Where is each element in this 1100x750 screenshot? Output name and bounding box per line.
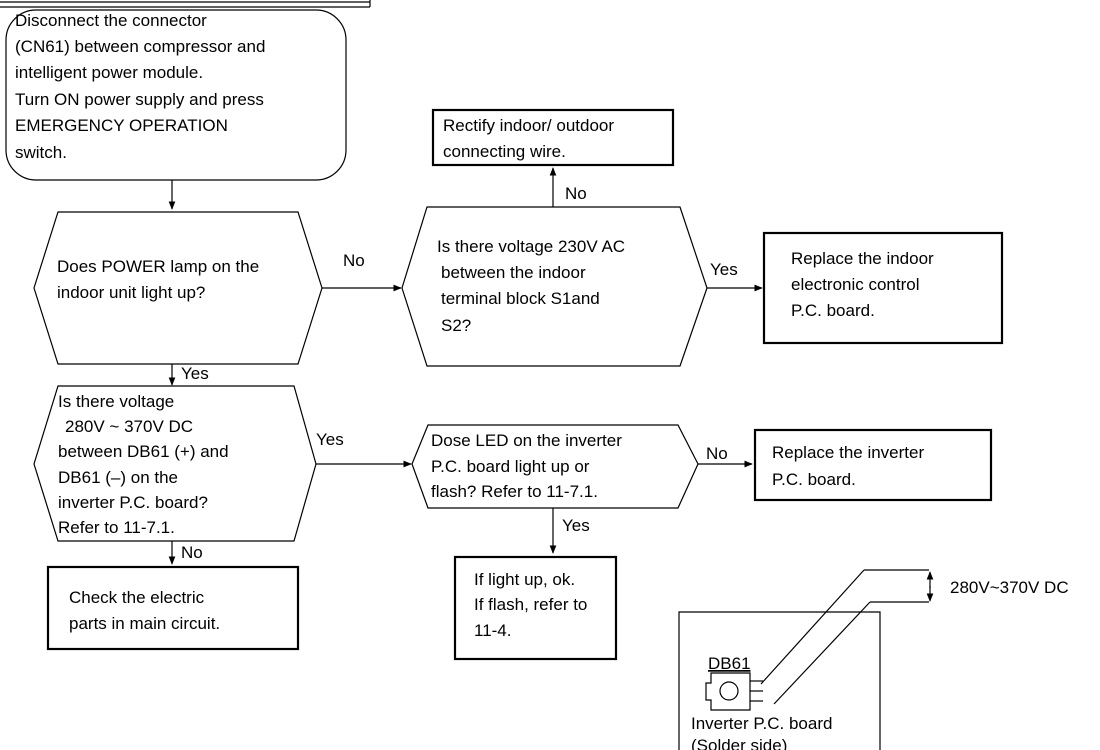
component-label: DB61 bbox=[708, 654, 751, 673]
label-yes: Yes bbox=[181, 364, 209, 383]
decision-led-line: flash? Refer to 11-7.1. bbox=[431, 482, 598, 501]
decision-power-lamp: Does POWER lamp on the indoor unit light… bbox=[33, 211, 323, 365]
box-check-parts-line: parts in main circuit. bbox=[69, 614, 220, 633]
start-box: Disconnect the connector (CN61) between … bbox=[5, 9, 347, 181]
label-no: No bbox=[181, 543, 203, 562]
decision-voltage-dc-line: inverter P.C. board? bbox=[58, 493, 208, 512]
decision-led-line: Dose LED on the inverter bbox=[431, 431, 622, 450]
decision-voltage-dc-line: Refer to 11-7.1. bbox=[58, 518, 175, 537]
box-replace-indoor-line: electronic control bbox=[791, 275, 920, 294]
label-no: No bbox=[565, 184, 587, 203]
box-rectify-wire-line: connecting wire. bbox=[443, 142, 566, 161]
box-led-result-line: If light up, ok. bbox=[474, 570, 575, 589]
box-replace-inverter-line: Replace the inverter bbox=[772, 443, 924, 462]
label-yes: Yes bbox=[562, 516, 590, 535]
box-rectify-wire: Rectify indoor/ outdoor connecting wire. bbox=[431, 108, 675, 167]
db61-component-icon bbox=[705, 672, 763, 711]
box-led-result-line: If flash, refer to bbox=[474, 595, 587, 614]
board-label-line: (Solder side) bbox=[691, 736, 787, 750]
board-label-line: Inverter P.C. board bbox=[691, 714, 832, 733]
box-led-result-line: 11-4. bbox=[474, 621, 512, 640]
start-box-line: (CN61) between compressor and bbox=[15, 37, 265, 56]
box-replace-indoor-line: Replace the indoor bbox=[791, 249, 934, 268]
box-check-parts: Check the electric parts in main circuit… bbox=[46, 565, 300, 651]
start-box-line: EMERGENCY OPERATION bbox=[15, 116, 228, 135]
box-led-result: If light up, ok. If flash, refer to 11-4… bbox=[453, 555, 618, 661]
decision-led-line: P.C. board light up or bbox=[431, 457, 590, 476]
box-check-parts-line: Check the electric bbox=[69, 588, 205, 607]
decision-voltage-ac-line: terminal block S1and bbox=[441, 289, 600, 308]
decision-voltage-dc-line: between DB61 (+) and bbox=[58, 442, 229, 461]
label-no: No bbox=[343, 251, 365, 270]
decision-voltage-ac-line: S2? bbox=[441, 316, 471, 335]
decision-voltage-ac: Is there voltage 230V AC between the ind… bbox=[401, 206, 708, 367]
decision-voltage-ac-line: between the indoor bbox=[441, 263, 586, 282]
decision-led: Dose LED on the inverter P.C. board ligh… bbox=[411, 424, 699, 509]
decision-voltage-dc-line: Is there voltage bbox=[58, 392, 174, 411]
box-replace-inverter-line: P.C. board. bbox=[772, 470, 856, 489]
header-frame bbox=[0, 0, 371, 8]
start-box-line: Disconnect the connector bbox=[15, 11, 207, 30]
decision-voltage-dc: Is there voltage 280V ~ 370V DC between … bbox=[33, 385, 317, 542]
label-yes: Yes bbox=[316, 430, 344, 449]
decision-power-lamp-line: indoor unit light up? bbox=[57, 283, 205, 302]
decision-voltage-ac-line: Is there voltage 230V AC bbox=[437, 237, 625, 256]
box-rectify-wire-line: Rectify indoor/ outdoor bbox=[443, 116, 614, 135]
decision-voltage-dc-line: DB61 (–) on the bbox=[58, 468, 178, 487]
box-replace-inverter: Replace the inverter P.C. board. bbox=[753, 428, 993, 502]
box-replace-indoor-line: P.C. board. bbox=[791, 301, 875, 320]
decision-voltage-dc-line: 280V ~ 370V DC bbox=[65, 417, 193, 436]
start-box-line: intelligent power module. bbox=[15, 63, 203, 82]
label-yes: Yes bbox=[710, 260, 738, 279]
board-inset: 280V~370V DC DB61 Inverter P.C. board (S… bbox=[678, 569, 1069, 750]
decision-power-lamp-line: Does POWER lamp on the bbox=[57, 257, 259, 276]
voltage-label: 280V~370V DC bbox=[950, 578, 1069, 597]
start-box-line: Turn ON power supply and press bbox=[15, 90, 264, 109]
start-box-line: switch. bbox=[15, 143, 67, 162]
box-replace-indoor: Replace the indoor electronic control P.… bbox=[762, 231, 1004, 345]
label-no: No bbox=[706, 444, 728, 463]
